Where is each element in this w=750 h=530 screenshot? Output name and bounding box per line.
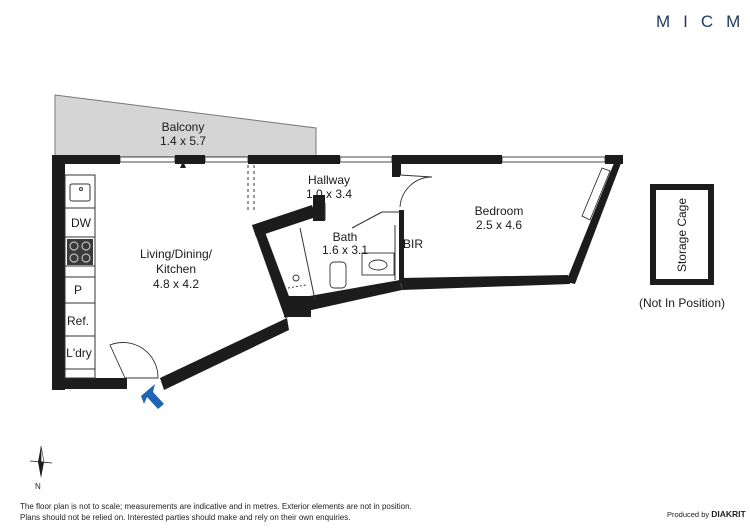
bath-dims: 1.6 x 3.1 [322,243,368,257]
living-name-line2: Kitchen [156,262,196,276]
disclaimer: The floor plan is not to scale; measurem… [20,501,412,523]
entry-arrow-icon [141,384,164,409]
brand-logo: MICM [656,12,750,31]
living-name-line1: Living/Dining/ [140,247,213,261]
balcony-name: Balcony [162,120,205,134]
compass-icon [29,445,53,478]
interior-walls [247,165,400,301]
disclaimer-line2: Plans should not be relied on. Intereste… [20,513,351,522]
living-dims: 4.8 x 4.2 [153,277,199,291]
bedroom-dims: 2.5 x 4.6 [476,218,522,232]
disclaimer-line1: The floor plan is not to scale; measurem… [20,502,412,511]
bath-name: Bath [333,230,358,244]
storage-cage [650,184,714,285]
laundry-label: L'dry [66,346,92,360]
dishwasher-label: DW [71,216,92,230]
kitchen-bench [64,174,96,379]
credit-prefix: Produced by [667,510,710,519]
bedroom-name: Bedroom [475,204,524,218]
compass-north-label: N [35,482,41,491]
hallway-name: Hallway [308,173,350,187]
storage-note: (Not In Position) [639,296,725,310]
balcony-dims: 1.4 x 5.7 [160,134,206,148]
exterior-walls [52,155,623,390]
balcony-door-arrow [180,161,186,168]
bath-fixtures [287,252,395,289]
fridge-label: Ref. [67,314,89,328]
credit-company: DIAKRIT [711,509,746,519]
bir-label: BIR [403,237,423,251]
pantry-label: P [74,283,82,297]
storage-cage-label: Storage Cage [675,198,689,272]
hallway-dims: 1.0 x 3.4 [306,187,352,201]
credit: Produced by DIAKRIT [667,509,746,519]
sink-icon [69,183,91,202]
doors [109,174,433,379]
windows [119,156,611,221]
shower-icon [292,274,300,282]
